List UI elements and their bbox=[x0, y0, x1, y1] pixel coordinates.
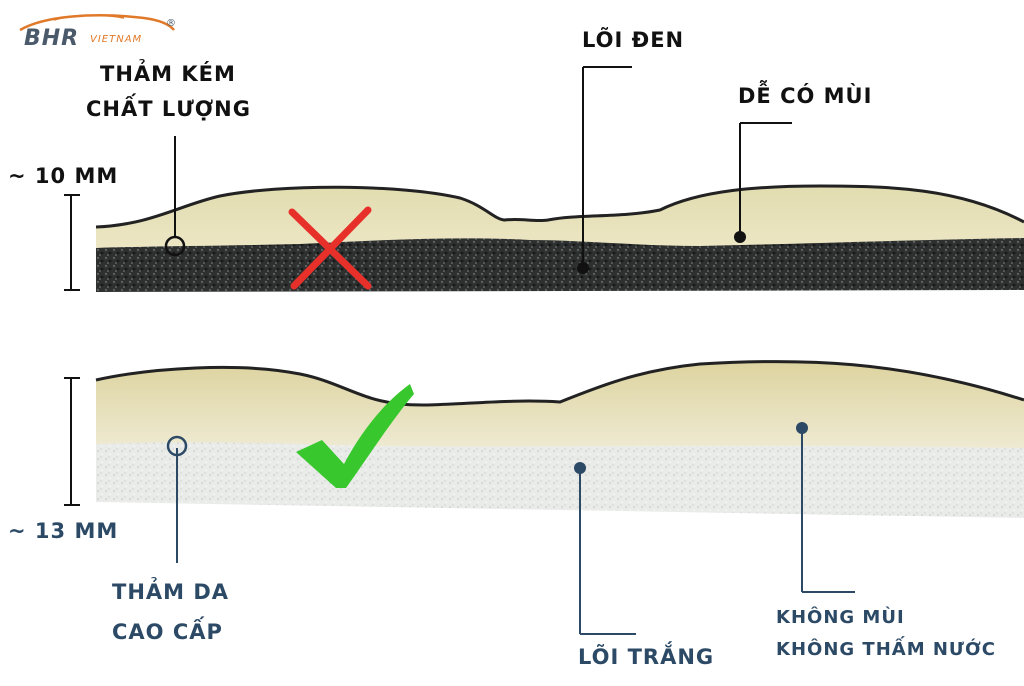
label-premium-line2: CAO CẤP bbox=[112, 620, 223, 644]
low-quality-mat-sample bbox=[95, 184, 1024, 292]
white-core-layer bbox=[96, 440, 1024, 518]
thickness-label-top: ~ 10 MM bbox=[8, 164, 119, 188]
marker-product-top bbox=[164, 235, 186, 257]
car-silhouette-icon bbox=[19, 14, 175, 32]
label-white-core: LÕI TRẮNG bbox=[578, 645, 715, 669]
thickness-label-bottom: ~ 13 MM bbox=[8, 519, 119, 543]
marker-core-bottom bbox=[574, 462, 586, 474]
label-no-smell: KHÔNG MÙI bbox=[776, 607, 905, 628]
label-low-quality-line2: CHẤT LƯỢNG bbox=[86, 97, 251, 121]
marker-core-top bbox=[577, 262, 589, 274]
label-low-quality-line1: THẢM KÉM bbox=[100, 62, 236, 86]
logo-text: BHR bbox=[24, 26, 80, 51]
cream-top-layer bbox=[96, 186, 1024, 248]
label-waterproof: KHÔNG THẤM NƯỚC bbox=[776, 639, 996, 660]
cream-top-layer-bottom bbox=[96, 361, 1024, 448]
top-callouts bbox=[174, 66, 792, 268]
thickness-bracket-bottom bbox=[64, 377, 80, 506]
label-black-core: LÕI ĐEN bbox=[582, 28, 685, 52]
marker-props bbox=[796, 422, 808, 434]
marker-product-bottom bbox=[166, 435, 188, 457]
marker-smell bbox=[734, 231, 746, 243]
label-premium-line1: THẢM DA bbox=[112, 580, 230, 604]
label-easy-smell: DỄ CÓ MÙI bbox=[738, 84, 873, 108]
red-x-icon bbox=[288, 206, 372, 290]
logo-subtext: VIETNAM bbox=[90, 34, 143, 45]
thickness-bracket-top bbox=[64, 194, 80, 291]
leather-skin-line-bottom bbox=[95, 359, 1024, 407]
premium-mat-sample bbox=[95, 359, 1024, 518]
green-check-icon bbox=[296, 384, 414, 488]
logo-registered-mark: ® bbox=[166, 18, 176, 29]
bottom-callouts bbox=[176, 429, 855, 635]
leather-skin-line bbox=[95, 184, 1024, 229]
brand-logo: BHR VIETNAM ® bbox=[14, 10, 184, 54]
